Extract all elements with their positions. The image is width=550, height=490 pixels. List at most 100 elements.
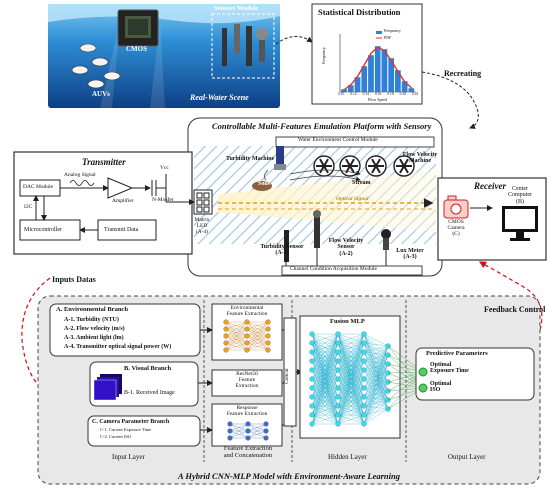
net-edge <box>337 387 365 425</box>
net-node <box>265 347 271 353</box>
net-node <box>309 349 315 355</box>
recreating-label: Recreating <box>444 69 482 78</box>
net-edge <box>363 345 389 398</box>
real-water-label: Real-Water Scene <box>190 93 249 102</box>
net-edge <box>311 396 339 425</box>
water-module-label: Water Environment Control Module <box>298 137 378 143</box>
input-layer-label: Input Layer <box>112 453 145 461</box>
net-edge <box>337 333 365 407</box>
net-edge <box>363 345 389 371</box>
predictive-label: Predictive Parameters <box>426 350 488 357</box>
net-node <box>245 421 251 427</box>
concat-label: Concat <box>284 368 290 384</box>
model-title: A Hybrid CNN-MLP Model with Environment-… <box>178 471 400 481</box>
net-node <box>335 331 341 337</box>
i2c-label: I2C <box>24 204 33 210</box>
net-node <box>245 435 251 441</box>
net-edge <box>246 342 269 351</box>
net-edge <box>337 333 365 380</box>
net-node <box>361 340 367 346</box>
exposure-output-node <box>418 367 428 377</box>
net-edge <box>337 405 365 425</box>
net-edge <box>246 321 269 330</box>
net-node <box>223 340 229 346</box>
net-node <box>227 428 233 434</box>
net-node <box>335 385 341 391</box>
net-edge <box>246 328 269 351</box>
soils-label: Soils <box>258 181 271 187</box>
optical-signal-label: Optical Signal <box>336 196 369 202</box>
net-edge <box>225 328 248 351</box>
predictive-parameters-box <box>415 347 535 401</box>
net-edge <box>247 423 267 439</box>
camera-branch-title: C. Camera Parameter Branch <box>92 419 170 425</box>
net-node <box>309 394 315 400</box>
hidden-layer-label: Hidden Layer <box>328 453 367 461</box>
matrix-led-icon <box>193 189 213 215</box>
net-node <box>227 421 233 427</box>
net-node <box>265 319 271 325</box>
net-node <box>361 367 367 373</box>
iso-output-node <box>418 383 428 393</box>
histogram-bar <box>381 48 388 93</box>
stat-chart-tick: 0.12 <box>350 92 357 96</box>
net-edge <box>311 414 339 425</box>
net-node <box>265 340 271 346</box>
net-edge <box>363 381 389 425</box>
net-edge <box>363 399 389 425</box>
net-edge <box>311 342 339 425</box>
inputs-datas-label: Inputs Datas <box>52 275 96 284</box>
net-node <box>309 421 315 427</box>
cmos-chip-icon <box>117 9 159 47</box>
fan-hub <box>402 164 406 168</box>
histogram-bar <box>374 45 381 93</box>
net-edge <box>337 333 365 362</box>
fan-hub <box>374 164 378 168</box>
net-edge <box>229 430 249 439</box>
net-edge <box>337 351 365 425</box>
output-layer-label: Output Layer <box>448 453 486 461</box>
acquisition-module-label: Channel Condition Acquisition Module <box>290 266 377 272</box>
net-edge <box>246 321 269 351</box>
net-edge <box>311 333 339 389</box>
vcc-label: Vcc <box>160 165 169 171</box>
net-node <box>227 435 233 441</box>
stat-chart-tick: 0.22 <box>412 92 419 96</box>
water-control-module <box>275 136 435 148</box>
computer-monitor-icon <box>502 206 538 241</box>
net-edge <box>311 333 339 371</box>
net-edge <box>311 378 339 425</box>
net-node <box>309 385 315 391</box>
net-edge <box>337 333 365 425</box>
sensors-module-label: Sensors Module <box>214 5 259 12</box>
stat-chart-title: Statistical Distribution <box>318 7 401 17</box>
net-edge <box>311 360 339 425</box>
net-node <box>335 403 341 409</box>
platform-title: Controllable Multi-Features Emulation Pl… <box>212 121 432 131</box>
net-node <box>361 331 367 337</box>
acquisition-module <box>281 265 423 276</box>
net-edge <box>311 333 339 416</box>
env-item-1: A-1. Turbidity (NTU) <box>64 317 119 323</box>
histogram-bar <box>367 54 375 93</box>
net-edge <box>225 321 248 351</box>
net-edge <box>229 423 249 439</box>
net-node <box>335 421 341 427</box>
net-edge <box>363 408 389 425</box>
net-edge <box>225 321 248 330</box>
stat-chart-tick: 0.20 <box>399 92 406 96</box>
net-edge <box>311 333 339 398</box>
net-edge <box>363 342 389 347</box>
auv-swarm-icon <box>71 43 121 89</box>
nmosfet-label: N-Mosfet <box>152 197 174 203</box>
net-edge <box>337 333 365 416</box>
feedback-control-label: Feedback Control <box>484 305 546 314</box>
net-node <box>361 421 367 427</box>
net-edge <box>337 414 365 425</box>
